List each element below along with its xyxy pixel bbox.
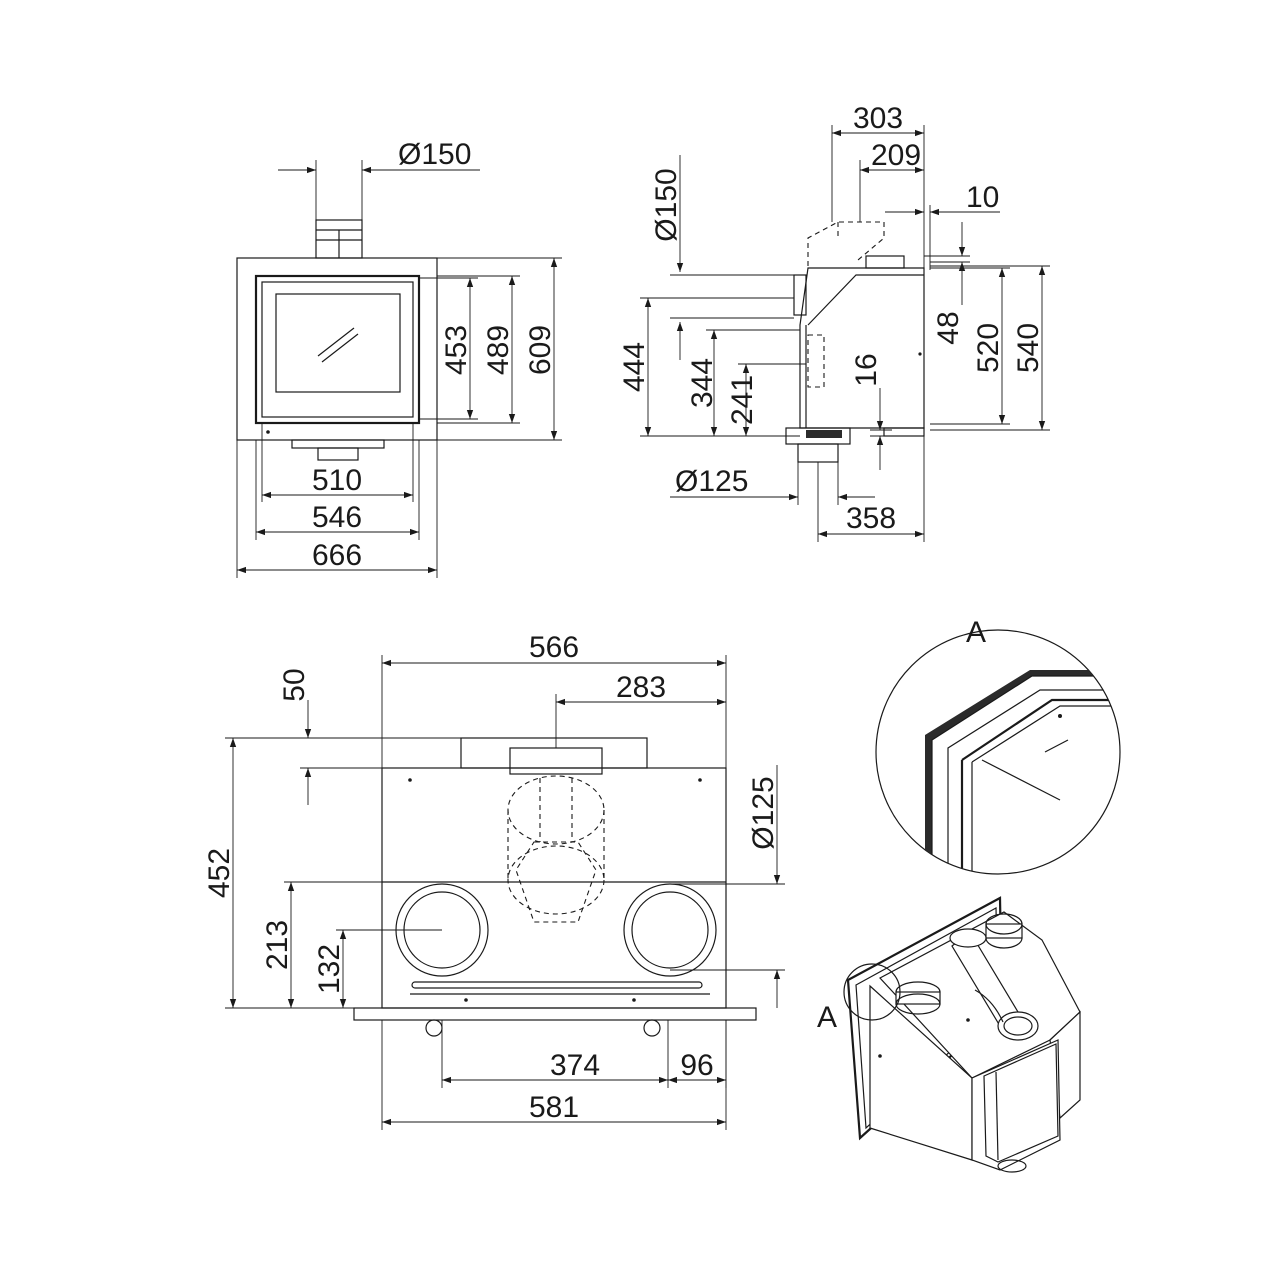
detail-circle	[875, 629, 1121, 875]
detail-a: A	[875, 616, 1121, 875]
side-height-444-label: 444	[618, 342, 651, 392]
side-depth-358-label: 358	[846, 502, 896, 535]
side-flue-diameter-label: Ø150	[650, 168, 683, 241]
side-height-48-label: 48	[932, 311, 965, 344]
side-height-344-label: 344	[686, 358, 719, 408]
plan-depth-213-label: 213	[261, 920, 294, 970]
side-top-depth-label: 303	[853, 102, 903, 135]
front-view: Ø150 453 489 609 510 546 666	[236, 138, 562, 578]
plan-depth-132-label: 132	[313, 944, 346, 994]
plan-edge-96-label: 96	[680, 1049, 713, 1082]
plan-offset-283-label: 283	[616, 671, 666, 704]
side-collar-offset-label: 209	[871, 139, 921, 172]
isometric-view: A	[817, 896, 1081, 1173]
plan-depth-452-label: 452	[203, 848, 236, 898]
iso-front-panel	[971, 1039, 1061, 1171]
front-overall-width-label: 666	[312, 539, 362, 572]
front-flue-diameter-label: Ø150	[398, 138, 471, 171]
front-frame-width-label: 546	[312, 501, 362, 534]
side-height-540-label: 540	[1012, 323, 1045, 373]
front-overall-height-label: 609	[524, 325, 557, 375]
front-glass-width-label: 510	[312, 464, 362, 497]
side-height-520-label: 520	[972, 323, 1005, 373]
plan-depth-50-label: 50	[278, 668, 311, 701]
side-height-241-label: 241	[726, 375, 759, 425]
plan-width-581-label: 581	[529, 1091, 579, 1124]
iso-callout-label: A	[817, 1001, 837, 1034]
side-body	[799, 267, 925, 429]
plan-width-566-label: 566	[529, 631, 579, 664]
side-base-16-label: 16	[850, 353, 883, 386]
front-frame-height-label: 489	[482, 325, 515, 375]
front-glass-height-label: 453	[440, 325, 473, 375]
side-rear-gap-label: 10	[966, 181, 999, 214]
plan-view: 566 283 50 452 213 132 Ø125 374 96	[203, 631, 785, 1130]
plan-spacing-374-label: 374	[550, 1049, 600, 1082]
front-glass	[275, 293, 401, 393]
plan-outlet-diameter-label: Ø125	[747, 776, 780, 849]
iso-callout-circle	[843, 963, 901, 1021]
plan-body	[381, 767, 727, 1009]
side-air-inlet-diameter-label: Ø125	[675, 465, 748, 498]
plan-outlet-right	[623, 883, 717, 977]
side-view: 303 209 10 Ø150 444 344 241 48	[618, 102, 1050, 542]
